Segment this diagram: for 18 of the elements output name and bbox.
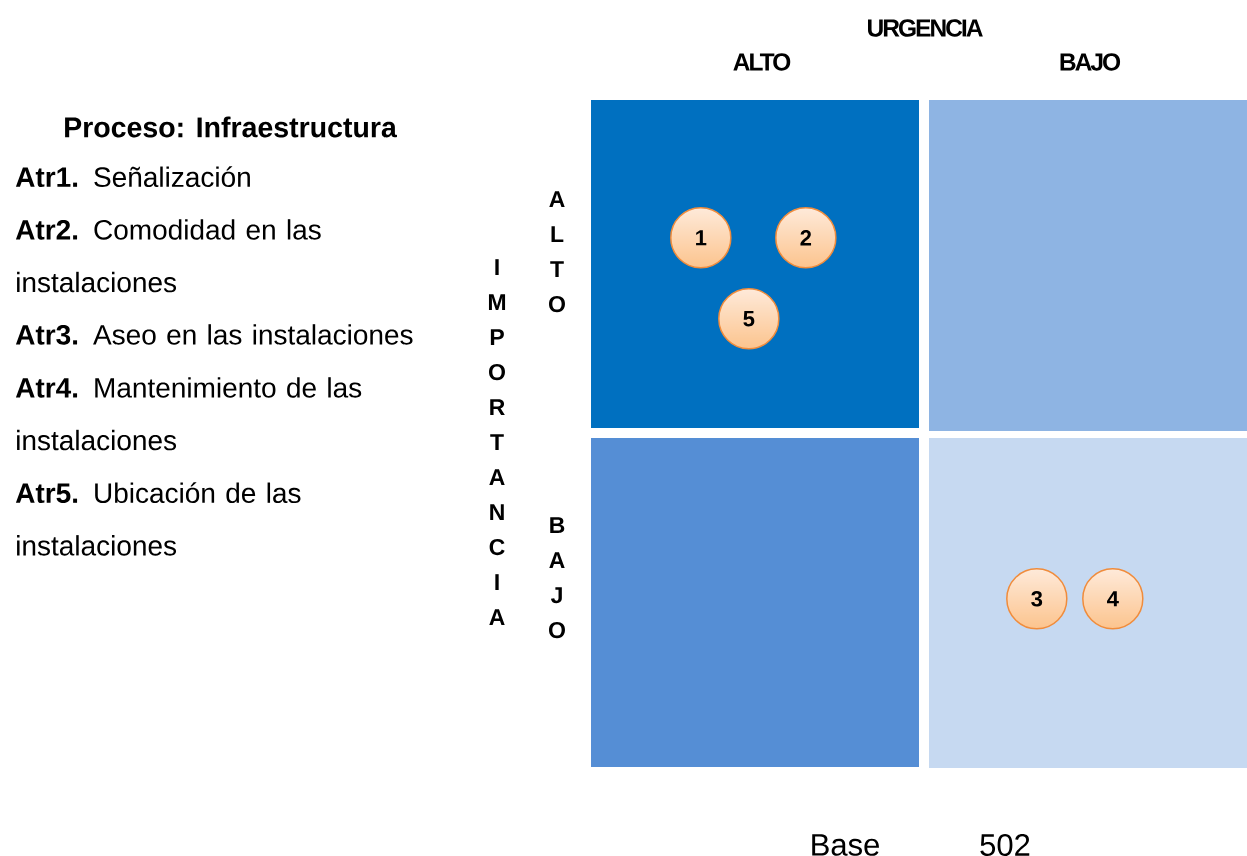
- base-label: Base: [812, 834, 879, 856]
- quadrant-box: [929, 100, 1247, 431]
- axis-label: BAJO: [549, 517, 565, 639]
- axis-title: URGENCIA: [868, 19, 983, 37]
- heading: Proceso: Infraestructura: [65, 116, 397, 138]
- axis-label: ALTO: [733, 53, 791, 71]
- quadrant-box: [591, 438, 919, 767]
- attribute-text: Atr2. Comodidad en las instalaciones: [15, 219, 321, 293]
- attribute-text: Atr1. Señalización: [15, 166, 250, 188]
- quadrant-box: [929, 438, 1247, 768]
- attribute-text: Atr3. Aseo en las instalaciones: [15, 324, 413, 345]
- axis-label: ALTO: [549, 191, 565, 313]
- base-value: 502: [980, 834, 1030, 856]
- axis-label: BAJO: [1060, 53, 1121, 71]
- attribute-text: Atr4. Mantenimiento de las instalaciones: [15, 377, 362, 451]
- axis-title: IMPORTANCIA: [488, 259, 506, 625]
- quadrant-box: [591, 100, 919, 428]
- attribute-text: Atr5. Ubicación de las instalaciones: [15, 482, 301, 556]
